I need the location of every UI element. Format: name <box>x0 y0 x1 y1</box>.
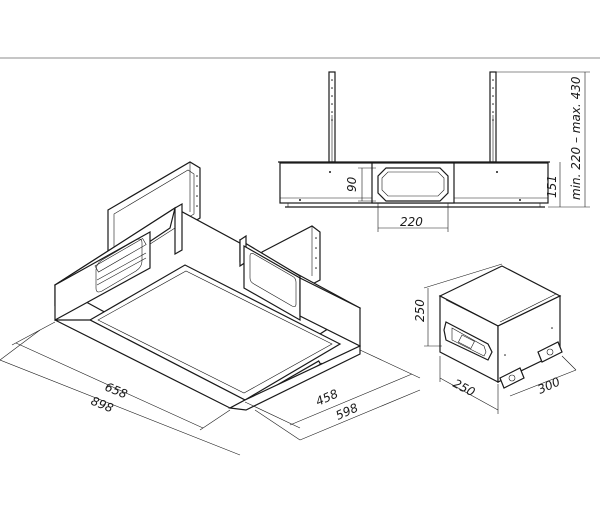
dim-label-box-height: 250 <box>413 299 427 322</box>
isometric-hood-view <box>0 161 421 456</box>
dim-label-box-depth: 300 <box>536 374 563 396</box>
dim-label-898: 898 <box>89 394 116 416</box>
dim-label-box-width: 250 <box>451 376 478 399</box>
front-elevation-view <box>278 71 590 232</box>
dim-label-range: min. 220 – max. 430 <box>569 76 583 200</box>
dim-label-151: 151 <box>545 175 559 198</box>
dim-label-220: 220 <box>400 215 423 229</box>
dim-label-90: 90 <box>345 176 359 192</box>
dim-label-598: 598 <box>334 400 361 422</box>
fan-box-view <box>423 263 577 414</box>
